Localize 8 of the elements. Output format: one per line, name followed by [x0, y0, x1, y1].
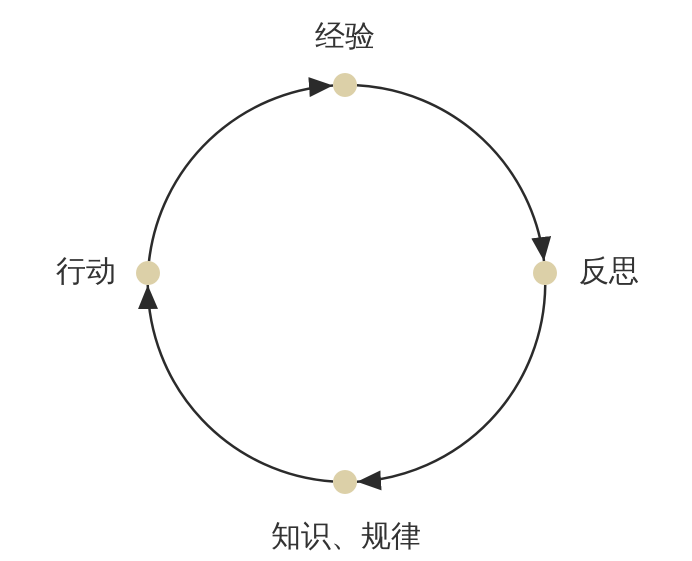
- arrow: [356, 84, 550, 262]
- node-label: 知识、规律: [271, 522, 421, 552]
- node-label: 反思: [579, 257, 639, 287]
- node-label: 行动: [56, 257, 116, 287]
- arrow: [356, 284, 546, 489]
- node-label: 经验: [315, 22, 375, 52]
- arrow: [140, 284, 334, 483]
- arrow: [148, 78, 334, 262]
